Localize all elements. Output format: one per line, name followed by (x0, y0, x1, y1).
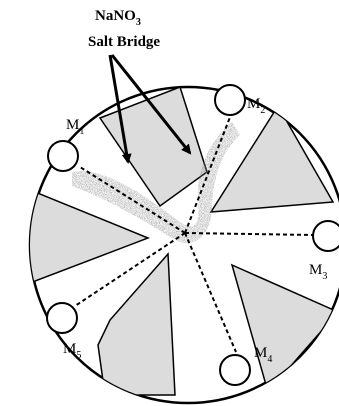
salt-bridge-formula: NaNO3 (95, 8, 141, 28)
label-m2: M2 (247, 96, 265, 116)
salt-bridge-arrows (108, 54, 192, 164)
label-m3: M3 (309, 262, 327, 282)
label-m5: M5 (63, 341, 81, 361)
arrow-left (108, 54, 132, 164)
dashed-lines (74, 111, 315, 353)
electrode-well-m4 (219, 354, 251, 386)
electrode-well-m1 (47, 140, 79, 172)
dashed-line-m2 (184, 111, 233, 234)
wedge-top-right (209, 104, 335, 213)
wedge-bottom-left (97, 252, 176, 396)
electrode-well-m2 (214, 84, 246, 116)
wedge-left (30, 188, 151, 288)
dashed-line-m4 (184, 232, 237, 353)
electrode-well-m5 (46, 302, 78, 334)
wedge-group (30, 87, 339, 396)
label-m1: M1 (66, 117, 84, 137)
arrow-right (110, 54, 192, 155)
label-m4: M4 (254, 345, 272, 365)
electrode-well-m3 (312, 220, 339, 252)
wedge-bottom-right (230, 263, 339, 394)
dashed-line-m3 (184, 232, 315, 236)
dashed-line-m5 (74, 232, 186, 307)
salt-bridge-label: Salt Bridge (88, 34, 160, 50)
electrode-wells (46, 84, 339, 386)
